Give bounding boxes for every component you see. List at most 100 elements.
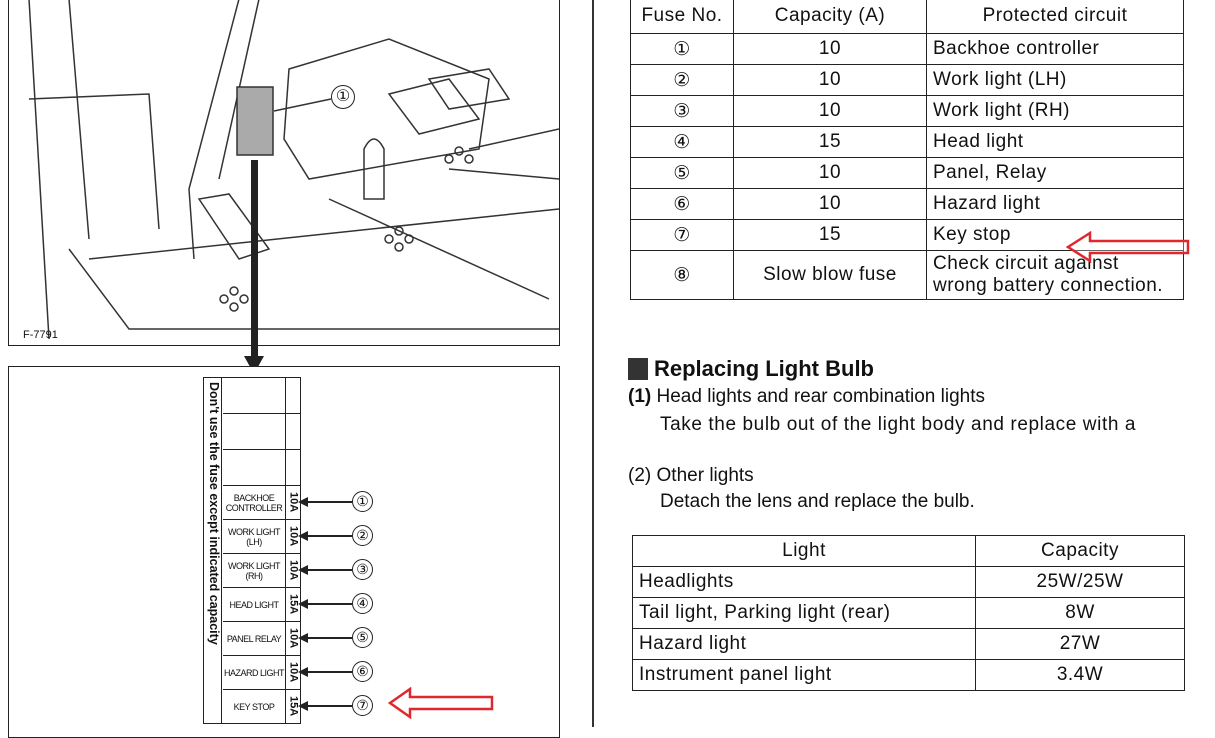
fuse-callout: ⑥ bbox=[298, 661, 388, 682]
callout-line bbox=[304, 501, 352, 503]
bulb-capacity: 8W bbox=[975, 597, 1185, 629]
down-arrow bbox=[251, 160, 258, 360]
empty-amp bbox=[285, 414, 301, 450]
item-2-title-row: (2) Other lights bbox=[628, 465, 754, 487]
callout-number: ⑥ bbox=[352, 661, 373, 682]
fuse-box-detail-panel bbox=[8, 366, 560, 738]
arrow-head-icon bbox=[298, 599, 308, 609]
item-2-title: Other lights bbox=[656, 465, 754, 486]
empty-slot bbox=[223, 414, 285, 450]
fuse-table: Fuse No. Capacity (A) Protected circuit … bbox=[630, 0, 1184, 300]
fuse-callout: ⑤ bbox=[298, 627, 388, 648]
callout-line bbox=[304, 637, 352, 639]
callout-line bbox=[304, 603, 352, 605]
fuse-callout: ① bbox=[298, 491, 388, 512]
capacity: 10 bbox=[733, 95, 927, 127]
item-2-number: (2) bbox=[628, 465, 652, 486]
arrow-head-icon bbox=[298, 531, 308, 541]
fuse-slot-amp: 10A bbox=[285, 486, 301, 520]
callout-line bbox=[304, 569, 352, 571]
fuse-slot-label: KEY STOP bbox=[223, 690, 285, 724]
fuse-callout: ④ bbox=[298, 593, 388, 614]
protected-circuit: Head light bbox=[926, 126, 1184, 158]
fuse-box: Don't use the fuse except indicated capa… bbox=[203, 377, 301, 724]
protected-circuit: Work light (LH) bbox=[926, 64, 1184, 96]
light-name: Headlights bbox=[632, 566, 976, 598]
callout-line bbox=[304, 705, 352, 707]
protected-circuit: Backhoe controller bbox=[926, 33, 1184, 65]
item-2-body: Detach the lens and replace the bulb. bbox=[660, 491, 975, 512]
fuse-callout: ② bbox=[298, 525, 388, 546]
fuse-slot-amp: 15A bbox=[285, 588, 301, 622]
item-1-number: (1) bbox=[628, 386, 652, 407]
bulb-row: Tail light, Parking light (rear)8W bbox=[632, 597, 1185, 629]
section-title: Replacing Light Bulb bbox=[654, 356, 874, 381]
fuse-slot-label: WORK LIGHT (RH) bbox=[223, 554, 285, 588]
item-1-body: Take the bulb out of the light body and … bbox=[660, 414, 1137, 435]
item-1-title: Head lights and rear combination lights bbox=[656, 386, 985, 407]
fuse-slot-amp: 15A bbox=[285, 690, 301, 724]
light-name: Instrument panel light bbox=[632, 659, 976, 691]
capacity: 10 bbox=[733, 188, 927, 220]
protected-circuit: Key stop bbox=[926, 219, 1184, 251]
bulb-capacity: 25W/25W bbox=[975, 566, 1185, 598]
callout-line bbox=[304, 535, 352, 537]
fuse-slot-amp: 10A bbox=[285, 656, 301, 690]
bulb-capacity: 3.4W bbox=[975, 659, 1185, 691]
figure-label: F-7791 bbox=[23, 329, 58, 341]
fuse-number: ② bbox=[630, 64, 734, 96]
fuse-callout: ⑦ bbox=[298, 695, 388, 716]
fuse-slot-label: WORK LIGHT (LH) bbox=[223, 520, 285, 554]
capacity: 15 bbox=[733, 126, 927, 158]
section-heading: Replacing Light Bulb bbox=[628, 356, 874, 382]
fuse-slot-amp: 10A bbox=[285, 554, 301, 588]
heading-square-icon bbox=[628, 358, 648, 380]
protected-circuit: Check circuit against wrong battery conn… bbox=[926, 250, 1184, 300]
header-capacity: Capacity bbox=[975, 535, 1185, 567]
red-highlight-arrow-fuse-7 bbox=[388, 686, 494, 720]
fuse-number: ③ bbox=[630, 95, 734, 127]
empty-amp bbox=[285, 378, 301, 414]
light-name: Tail light, Parking light (rear) bbox=[632, 597, 976, 629]
capacity: 15 bbox=[733, 219, 927, 251]
figure-callout-1: ① bbox=[331, 85, 355, 109]
callout-number: ② bbox=[352, 525, 373, 546]
protected-circuit: Panel, Relay bbox=[926, 157, 1184, 189]
arrow-head-icon bbox=[298, 633, 308, 643]
fuse-number: ⑦ bbox=[630, 219, 734, 251]
callout-line bbox=[304, 671, 352, 673]
fuse-number: ⑧ bbox=[630, 250, 734, 300]
protected-circuit: Work light (RH) bbox=[926, 95, 1184, 127]
fuse-slot-amp: 10A bbox=[285, 622, 301, 656]
header-fuse-no: Fuse No. bbox=[630, 0, 734, 34]
callout-number: ⑤ bbox=[352, 627, 373, 648]
fuse-slot-label: BACKHOE CONTROLLER bbox=[223, 486, 285, 520]
header-capacity: Capacity (A) bbox=[733, 0, 927, 34]
protected-circuit: Hazard light bbox=[926, 188, 1184, 220]
fuse-slot-label: HAZARD LIGHT bbox=[223, 656, 285, 690]
capacity: Slow blow fuse bbox=[733, 250, 927, 300]
red-highlight-arrow-key-stop bbox=[1066, 230, 1190, 264]
empty-slot bbox=[223, 450, 285, 486]
empty-amp bbox=[285, 450, 301, 486]
arrow-head-icon bbox=[298, 497, 308, 507]
fuse-callout: ③ bbox=[298, 559, 388, 580]
fuse-number: ⑥ bbox=[630, 188, 734, 220]
item-1-title-row: (1) Head lights and rear combination lig… bbox=[628, 386, 985, 408]
callout-number: ① bbox=[352, 491, 373, 512]
capacity: 10 bbox=[733, 64, 927, 96]
capacity: 10 bbox=[733, 33, 927, 65]
callout-number: ④ bbox=[352, 593, 373, 614]
machine-illustration: ① F-7791 bbox=[8, 0, 560, 346]
